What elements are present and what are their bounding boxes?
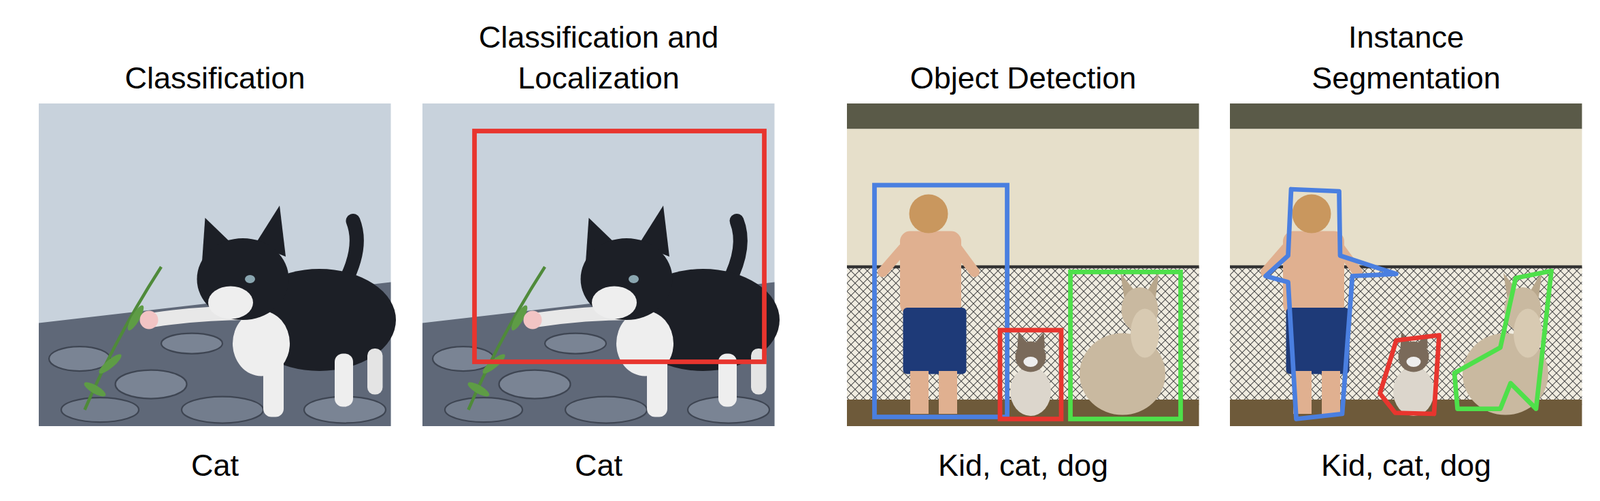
segmentation-mask xyxy=(1265,189,1397,420)
panel-caption: Kid, cat, dog xyxy=(846,444,1200,486)
kitten-photo xyxy=(422,103,780,426)
segmentation-mask xyxy=(1454,270,1552,409)
park-photo xyxy=(846,103,1200,426)
panel: Classification and LocalizationCat xyxy=(422,0,775,501)
panel: Instance SegmentationKid, cat, dog xyxy=(1229,0,1583,501)
bounding-box xyxy=(1070,272,1181,420)
bounding-box xyxy=(1000,329,1062,420)
bounding-box xyxy=(874,185,1008,418)
panel-title: Object Detection xyxy=(887,57,1160,99)
bounding-box xyxy=(474,131,765,362)
segmentation-mask xyxy=(1380,335,1440,415)
panel-title: Classification and Localization xyxy=(462,17,735,99)
park-photo xyxy=(1229,103,1583,426)
kitten-photo xyxy=(38,103,396,426)
panel-title: Classification xyxy=(78,57,352,99)
panel-title: Instance Segmentation xyxy=(1270,17,1543,99)
panel: Object DetectionKid, cat, dog xyxy=(846,0,1200,501)
panel: ClassificationCat xyxy=(38,0,392,501)
panel-caption: Cat xyxy=(422,444,775,486)
panel-caption: Cat xyxy=(38,444,392,486)
panel-caption: Kid, cat, dog xyxy=(1229,444,1583,486)
